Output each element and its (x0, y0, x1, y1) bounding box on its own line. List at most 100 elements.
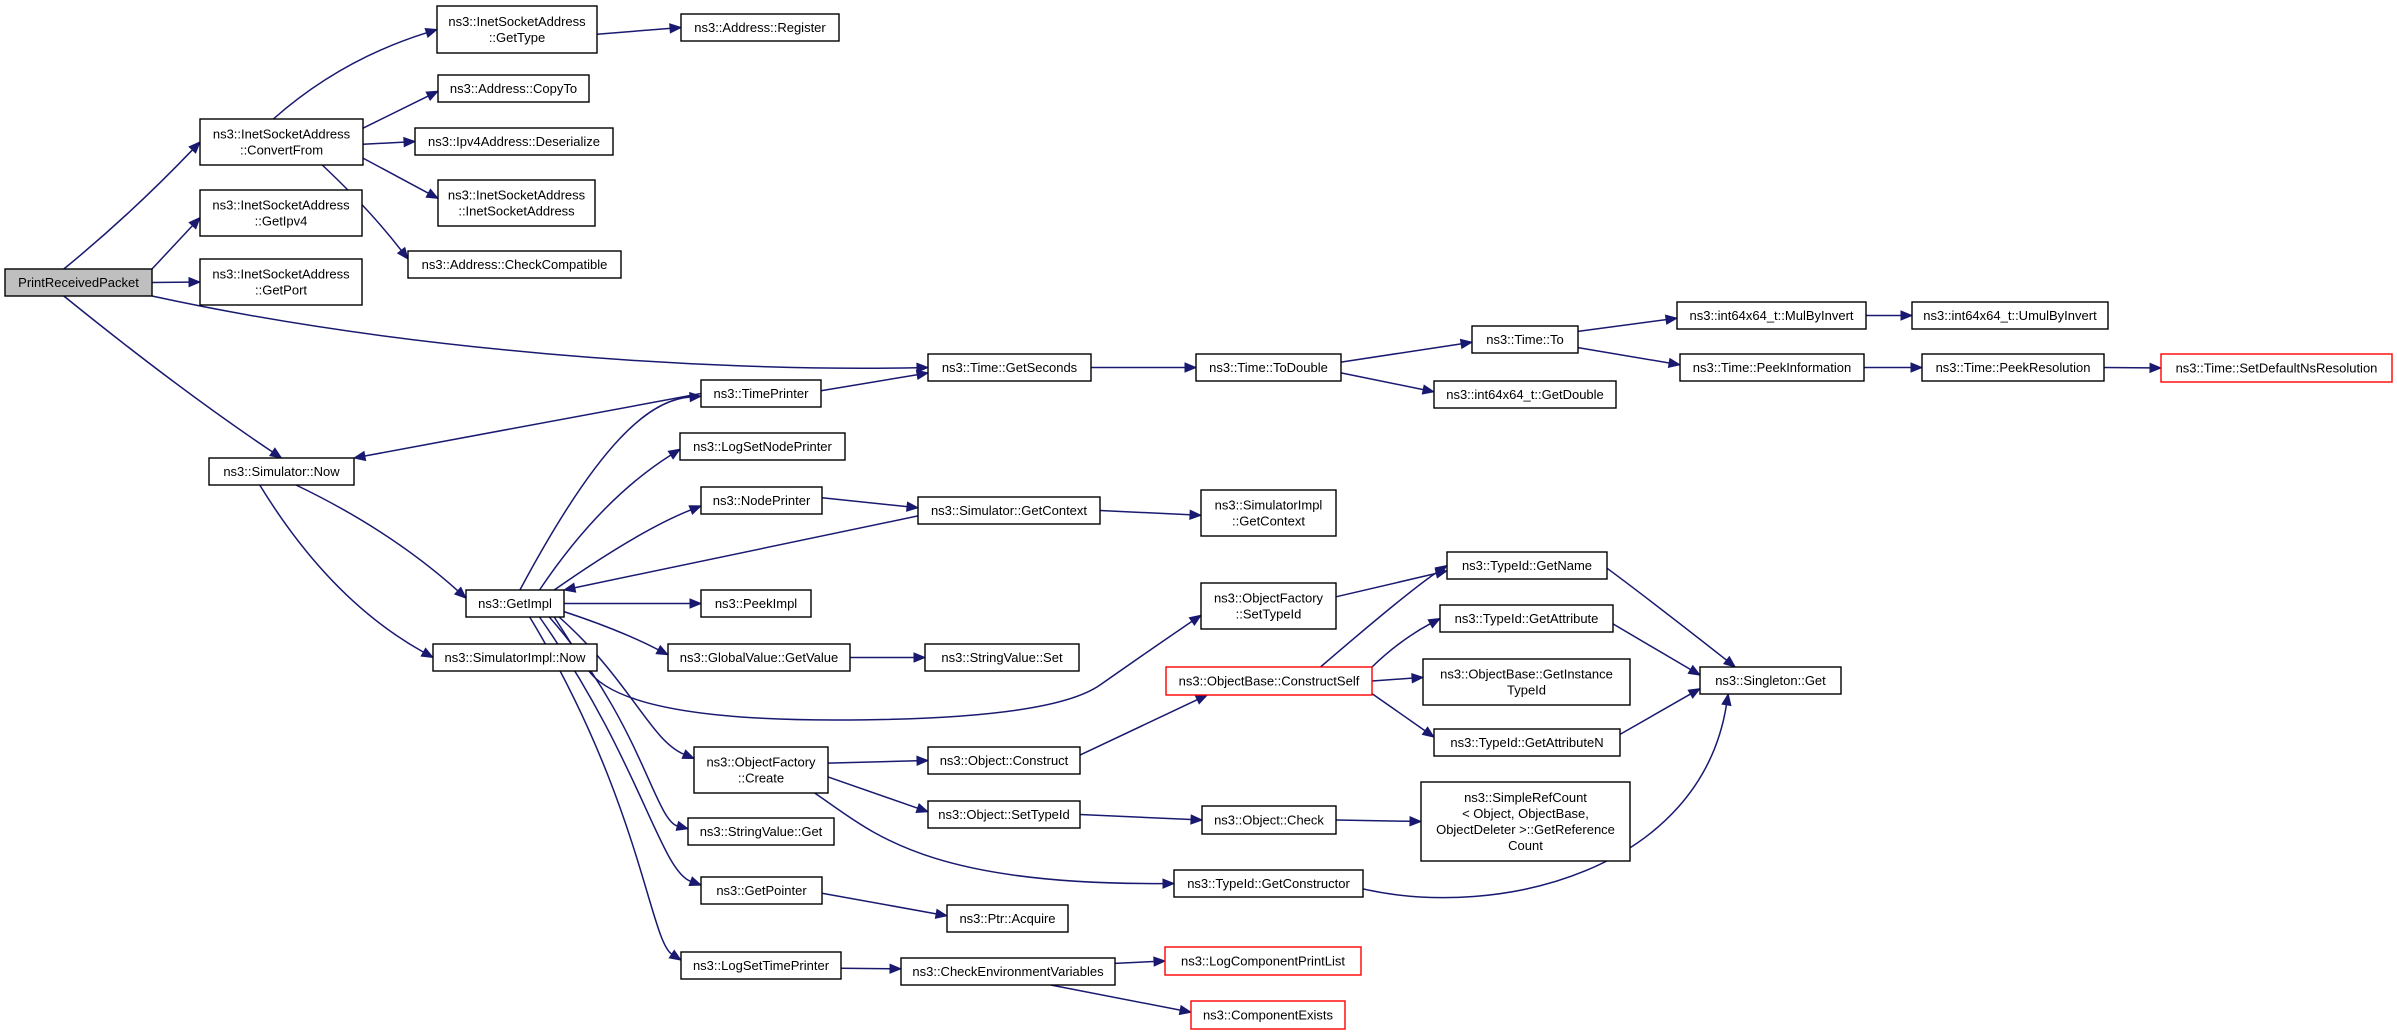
node-tidgetattrn[interactable]: ns3::TypeId::GetAttributeN (1433, 728, 1621, 757)
edge-convertfrom->checkcompat-arrowhead (396, 246, 409, 261)
node-timeprinter[interactable]: ns3::TimePrinter (700, 379, 822, 408)
node-tidgetattr[interactable]: ns3::TypeId::GetAttribute (1439, 604, 1614, 633)
node-nodeprinter[interactable]: ns3::NodePrinter (700, 486, 823, 515)
edge-root->getseconds-arrowhead (916, 362, 930, 373)
node-convertfrom[interactable]: ns3::InetSocketAddress::ConvertFrom (199, 118, 364, 166)
node-simgetctx[interactable]: ns3::Simulator::GetContext (917, 496, 1101, 525)
edge-checkenv->logcompprint (1114, 960, 1155, 965)
node-mulbyinvert[interactable]: ns3::int64x64_t::MulByInvert (1676, 301, 1867, 330)
edge-getimpl->nodeprinter (553, 509, 692, 591)
node-simimplnow[interactable]: ns3::SimulatorImpl::Now (432, 643, 598, 672)
node-timeto[interactable]: ns3::Time::To (1471, 325, 1579, 354)
node-singletonget[interactable]: ns3::Singleton::Get (1699, 666, 1842, 695)
node-logcompprint[interactable]: ns3::LogComponentPrintList (1164, 946, 1362, 976)
node-box (1433, 380, 1617, 409)
node-simnow[interactable]: ns3::Simulator::Now (208, 457, 355, 486)
node-peekinfo[interactable]: ns3::Time::PeekInformation (1679, 353, 1865, 382)
edge-root->getport-arrowhead (188, 276, 202, 288)
node-label: ns3::Object::Check (1214, 813, 1324, 828)
node-obconstructself[interactable]: ns3::ObjectBase::ConstructSelf (1165, 666, 1373, 696)
node-ofsettypeid[interactable]: ns3::ObjectFactory::SetTypeId (1200, 582, 1337, 630)
node-getipv4[interactable]: ns3::InetSocketAddress::GetIpv4 (199, 189, 363, 237)
node-label: ns3::Object::SetTypeId (938, 807, 1070, 822)
edge-getimpl->gvgetvalue (563, 610, 659, 651)
node-tidgetname[interactable]: ns3::TypeId::GetName (1446, 551, 1608, 580)
node-box (465, 589, 565, 618)
edge-simnow->getimpl (295, 484, 459, 592)
node-tidgetctor[interactable]: ns3::TypeId::GetConstructor (1173, 869, 1364, 898)
node-getport[interactable]: ns3::InetSocketAddress::GetPort (199, 258, 363, 306)
edge-simgetctx->getimpl-arrowhead (562, 582, 577, 593)
edge-getimpl->logsetnode-arrowhead (667, 448, 682, 460)
edge-obconstructself->tidgetattrn-arrowhead (1421, 726, 1436, 738)
node-box (693, 746, 829, 794)
node-box (700, 876, 823, 905)
edge-convertfrom->gettype-arrowhead (424, 27, 439, 38)
node-label: ns3::SimulatorImpl (1215, 498, 1323, 513)
edge-checkenv->compexists (1050, 984, 1181, 1011)
node-setdefns[interactable]: ns3::Time::SetDefaultNsResolution (2160, 353, 2393, 383)
node-peekimpl[interactable]: ns3::PeekImpl (700, 589, 812, 618)
node-register[interactable]: ns3::Address::Register (680, 13, 840, 42)
node-svget[interactable]: ns3::StringValue::Get (687, 817, 835, 846)
edge-getimpl->svget-arrowhead (675, 820, 690, 831)
node-umulbyinvert[interactable]: ns3::int64x64_t::UmulByInvert (1911, 301, 2109, 330)
edge-tidgetname->singletonget-arrowhead (1722, 655, 1737, 668)
edge-root->getipv4 (151, 225, 194, 270)
node-label: ns3::InetSocketAddress (448, 188, 586, 203)
node-box (432, 643, 598, 672)
node-box (1699, 666, 1842, 695)
node-box (1921, 353, 2105, 382)
node-checkenv[interactable]: ns3::CheckEnvironmentVariables (900, 957, 1116, 986)
edge-obconstructself->tidgetattr (1371, 623, 1431, 668)
node-getseconds[interactable]: ns3::Time::GetSeconds (927, 353, 1092, 382)
edge-getimpl->ofcreate-arrowhead (681, 749, 696, 760)
edge-timeprinter->getseconds (820, 373, 918, 392)
node-logsetnode[interactable]: ns3::LogSetNodePrinter (679, 432, 846, 461)
edge-getimpl->ofsettypeid-arrowhead (1188, 614, 1203, 627)
node-label: ns3::Ipv4Address::Deserialize (428, 134, 600, 149)
node-deserialize[interactable]: ns3::Ipv4Address::Deserialize (414, 127, 614, 156)
node-objsettypeid[interactable]: ns3::Object::SetTypeId (927, 800, 1081, 829)
node-simimplctx[interactable]: ns3::SimulatorImpl::GetContext (1200, 489, 1337, 537)
node-box (1439, 604, 1614, 633)
node-copyto[interactable]: ns3::Address::CopyTo (437, 74, 590, 103)
node-objcheck[interactable]: ns3::Object::Check (1201, 805, 1337, 835)
node-ofcreate[interactable]: ns3::ObjectFactory::Create (693, 746, 829, 794)
node-label: ns3::ComponentExists (1203, 1008, 1334, 1023)
node-i64getdouble[interactable]: ns3::int64x64_t::GetDouble (1433, 380, 1617, 409)
node-gvgetvalue[interactable]: ns3::GlobalValue::GetValue (667, 643, 851, 672)
node-getpointer[interactable]: ns3::GetPointer (700, 876, 823, 905)
node-label: ns3::InetSocketAddress (448, 14, 586, 29)
node-box (1676, 301, 1867, 330)
node-label: ::InetSocketAddress (458, 204, 575, 219)
edge-ofcreate->objconstruct-arrowhead (916, 755, 930, 767)
node-todouble[interactable]: ns3::Time::ToDouble (1195, 353, 1342, 382)
edge-getimpl->simnow-arrowhead (352, 450, 367, 462)
node-checkcompat[interactable]: ns3::Address::CheckCompatible (407, 250, 622, 279)
node-srcgetref[interactable]: ns3::SimpleRefCount< Object, ObjectBase,… (1420, 781, 1631, 862)
node-label: ns3::Singleton::Get (1715, 673, 1826, 688)
node-compexists[interactable]: ns3::ComponentExists (1190, 1000, 1346, 1030)
node-root[interactable]: PrintReceivedPacket (4, 268, 153, 297)
node-ptracquire[interactable]: ns3::Ptr::Acquire (946, 904, 1069, 933)
edge-simnow->simimplnow-arrowhead (420, 647, 435, 659)
node-box (667, 643, 851, 672)
node-logsettime[interactable]: ns3::LogSetTimePrinter (680, 951, 842, 980)
node-objconstruct[interactable]: ns3::Object::Construct (927, 746, 1081, 775)
node-inetsock[interactable]: ns3::InetSocketAddress::InetSocketAddres… (437, 179, 596, 227)
edge-getimpl->timeprinter (519, 396, 691, 591)
node-label: ::ConvertFrom (240, 143, 323, 158)
node-svset[interactable]: ns3::StringValue::Set (924, 643, 1080, 672)
edge-timeto->mulbyinvert-arrowhead (1664, 314, 1679, 325)
edge-nodeprinter->simgetctx-arrowhead (906, 501, 920, 512)
edge-gvgetvalue->svset-arrowhead (913, 652, 927, 663)
node-box (1190, 1000, 1346, 1030)
edge-todouble->timeto (1340, 343, 1462, 363)
node-getimpl[interactable]: ns3::GetImpl (465, 589, 565, 618)
node-peekres[interactable]: ns3::Time::PeekResolution (1921, 353, 2105, 382)
node-gettype[interactable]: ns3::InetSocketAddress::GetType (436, 5, 598, 54)
node-label: ::Create (738, 771, 784, 786)
node-label: ns3::LogSetNodePrinter (693, 439, 832, 454)
